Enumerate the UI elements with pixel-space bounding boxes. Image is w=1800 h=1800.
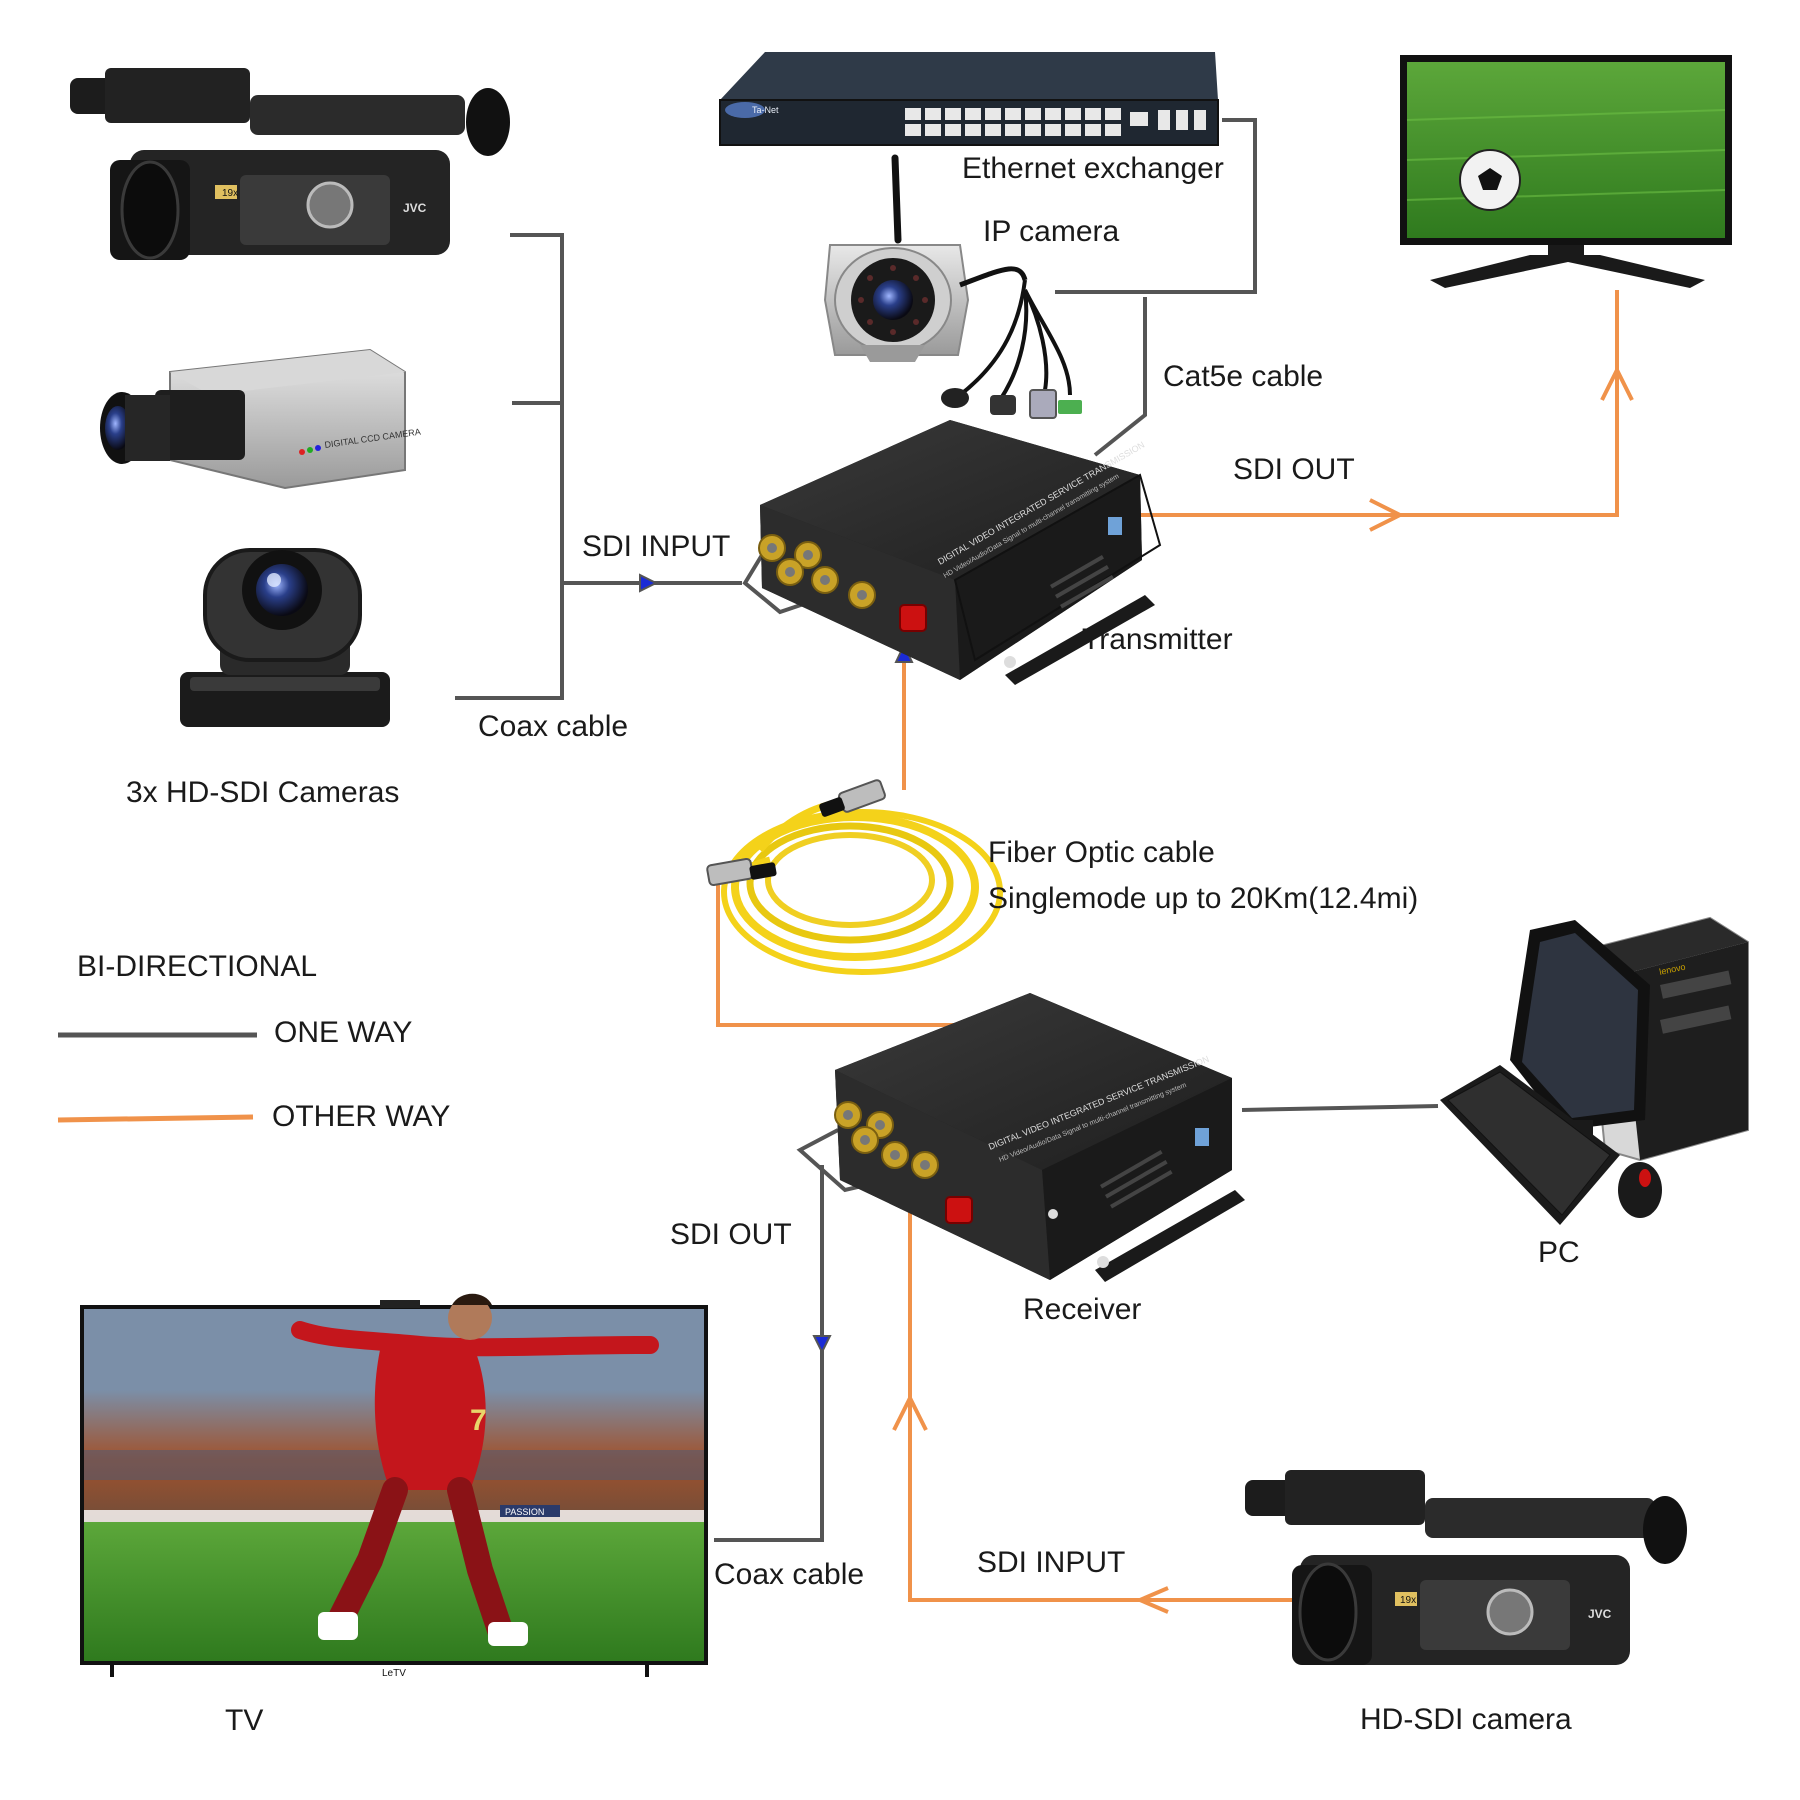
ethernet-switch-icon: Ta-Net: [719, 52, 1219, 146]
camera-bracket: [455, 233, 564, 700]
legend: [57, 1032, 257, 1123]
ptz-camera-icon: [180, 548, 390, 727]
sdi-input-top-label: SDI INPUT: [582, 530, 731, 563]
legend-other-way-swatch: [57, 1114, 254, 1123]
one-way-connections: [455, 118, 1439, 1542]
sdi-out-bottom-label: SDI OUT: [670, 1218, 792, 1251]
svg-text:JVC: JVC: [1588, 1607, 1612, 1621]
svg-text:LeTV: LeTV: [382, 1668, 406, 1679]
sdi-input-bottom-label: SDI INPUT: [977, 1546, 1126, 1579]
sdi-out-bottom-line: [714, 1165, 824, 1542]
svg-text:JVC: JVC: [403, 201, 427, 215]
fiber-cable-icon: [706, 779, 1003, 975]
ethernet-exchanger-label: Ethernet exchanger: [962, 152, 1224, 185]
sdi-input-bottom-line: [908, 1190, 1295, 1602]
legend-other-way-label: OTHER WAY: [272, 1100, 451, 1133]
receiver-to-pc-line: [1241, 1104, 1439, 1112]
tv-top-icon: [1400, 55, 1732, 288]
receiver-device: DIGITAL VIDEO INTEGRATED SERVICE TRANSMI…: [834, 993, 1245, 1282]
svg-text:19x: 19x: [1400, 1595, 1416, 1606]
ip-camera-label: IP camera: [983, 215, 1120, 248]
coax-cable-top-label: Coax cable: [478, 710, 629, 743]
svg-text:7: 7: [470, 1404, 487, 1437]
svg-text:19x: 19x: [222, 188, 238, 199]
legend-one-way-label: ONE WAY: [274, 1016, 413, 1049]
box-camera-icon: DIGITAL CCD CAMERA: [100, 348, 421, 490]
sdi-out-top-label: SDI OUT: [1233, 453, 1355, 486]
legend-title: BI-DIRECTIONAL: [77, 950, 318, 983]
cat5e-line: [1093, 297, 1147, 457]
orange-arrowheads: [892, 368, 1634, 1614]
transmitter-label: Transmitter: [1082, 623, 1233, 656]
ip-camera-icon: [823, 154, 1082, 419]
tv-label: TV: [225, 1704, 264, 1737]
cameras-caption-label: 3x HD-SDI Cameras: [126, 776, 400, 809]
fiber-cable-label-line1: Fiber Optic cable: [988, 836, 1215, 869]
switch-to-ipcam-line: [1055, 118, 1257, 294]
cat5e-cable-label: Cat5e cable: [1163, 360, 1324, 393]
transmitter-device: DIGITAL VIDEO INTEGRATED SERVICE TRANSMI…: [758, 420, 1162, 685]
camcorder-top-icon: 19x JVC: [70, 68, 510, 260]
fiber-cable-label-line2: Singlemode up to 20Km(12.4mi): [988, 882, 1419, 915]
coax-cable-bottom-label: Coax cable: [714, 1558, 865, 1591]
svg-text:Ta-Net: Ta-Net: [752, 105, 779, 115]
svg-text:PASSION: PASSION: [505, 1507, 544, 1517]
hd-sdi-camera-label: HD-SDI camera: [1360, 1703, 1572, 1736]
pc-icon: lenovo: [1440, 916, 1749, 1225]
camcorder-bottom-icon: 19x JVC: [1245, 1470, 1687, 1665]
tv-bottom-icon: PASSION 7 LeTV: [80, 1293, 708, 1679]
pc-label: PC: [1538, 1236, 1580, 1269]
receiver-label: Receiver: [1023, 1293, 1142, 1326]
